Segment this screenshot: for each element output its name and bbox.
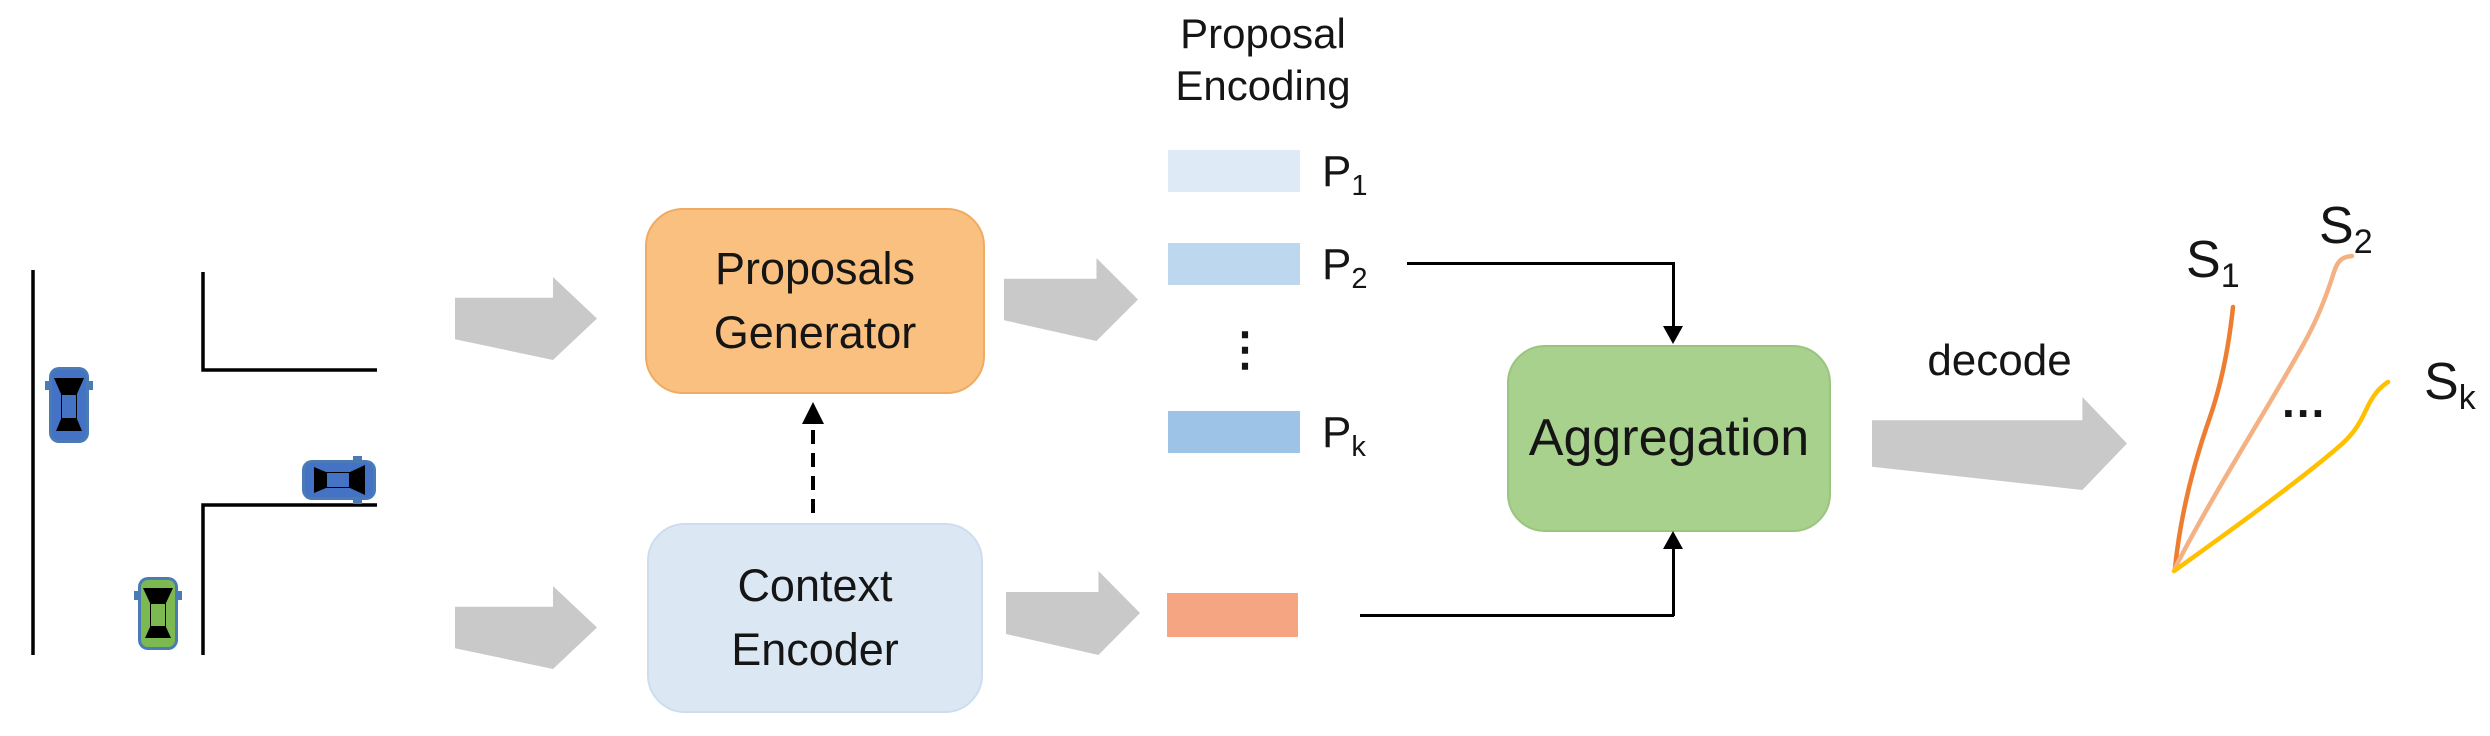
proposals-generator-label: Proposals Generator xyxy=(713,243,917,358)
proposal-encoding-title: Proposal Encoding xyxy=(1175,10,1351,109)
road-edge-lower-corner xyxy=(201,503,377,655)
connector-p2-arrowhead-icon xyxy=(1663,326,1683,344)
aggregation-label: Aggregation xyxy=(1528,408,1810,467)
connector-context-arrowhead-icon xyxy=(1663,531,1683,549)
sk-subscript: k xyxy=(2458,379,2476,417)
car-roof xyxy=(327,473,349,487)
s1-subscript: 1 xyxy=(2220,257,2240,295)
p2-subscript: 2 xyxy=(1351,263,1368,295)
connector-context-horizontal xyxy=(1360,614,1674,617)
dashed-connector-line xyxy=(811,430,815,519)
blue-car-top-icon xyxy=(45,367,93,443)
s2-symbol: S xyxy=(2319,197,2354,255)
trajectory-s2-label: S2 xyxy=(2319,200,2373,268)
context-encoder-box: Context Encoder xyxy=(647,523,983,713)
trajectory-sk-label: Sk xyxy=(2424,356,2476,424)
car-roof xyxy=(62,395,76,418)
proposal-bar-p1 xyxy=(1168,150,1300,192)
car-mirror-icon xyxy=(45,381,51,390)
context-encoder-label: Context Encoder xyxy=(731,560,899,675)
trajectories-ellipsis: ... xyxy=(2282,375,2327,427)
proposal-bar-pk xyxy=(1168,411,1300,453)
dashed-connector-arrowhead-icon xyxy=(802,402,824,424)
proposal-bar-p2-label: P2 xyxy=(1322,243,1368,301)
s2-subscript: 2 xyxy=(2353,223,2373,261)
car-mirror-icon xyxy=(176,591,182,600)
trajectory-s1 xyxy=(2172,304,2236,571)
car-roof xyxy=(151,604,165,626)
s1-symbol: S xyxy=(2186,231,2221,289)
car-mirror-icon xyxy=(134,591,140,600)
trajectory-s2 xyxy=(2172,253,2355,571)
connector-p2-vertical xyxy=(1672,262,1675,326)
p1-subscript: 1 xyxy=(1351,170,1368,202)
pk-subscript: k xyxy=(1351,431,1366,463)
decode-label: decode xyxy=(1927,336,2072,385)
trajectory-sk xyxy=(2171,379,2391,574)
proposals-generator-box: Proposals Generator xyxy=(645,208,985,394)
p2-symbol: P xyxy=(1322,240,1352,289)
pk-symbol: P xyxy=(1322,408,1352,457)
car-mirror-icon xyxy=(87,381,93,390)
aggregation-box: Aggregation xyxy=(1507,345,1831,532)
context-feature-bar xyxy=(1167,593,1298,637)
road-edge-upper-corner xyxy=(201,272,377,372)
proposal-bar-p2 xyxy=(1168,243,1300,285)
green-car-top-icon xyxy=(134,577,182,650)
proposal-bar-pk-label: Pk xyxy=(1322,411,1366,469)
p1-symbol: P xyxy=(1322,147,1352,196)
sk-symbol: S xyxy=(2424,353,2459,411)
trajectory-s1-label: S1 xyxy=(2186,234,2240,302)
blue-car-right-icon xyxy=(302,456,376,504)
connector-context-vertical xyxy=(1672,549,1675,616)
proposal-bar-p1-label: P1 xyxy=(1322,150,1368,208)
proposal-bars-ellipsis: ⋮ xyxy=(1222,323,1268,375)
connector-p2-horizontal xyxy=(1407,262,1674,265)
